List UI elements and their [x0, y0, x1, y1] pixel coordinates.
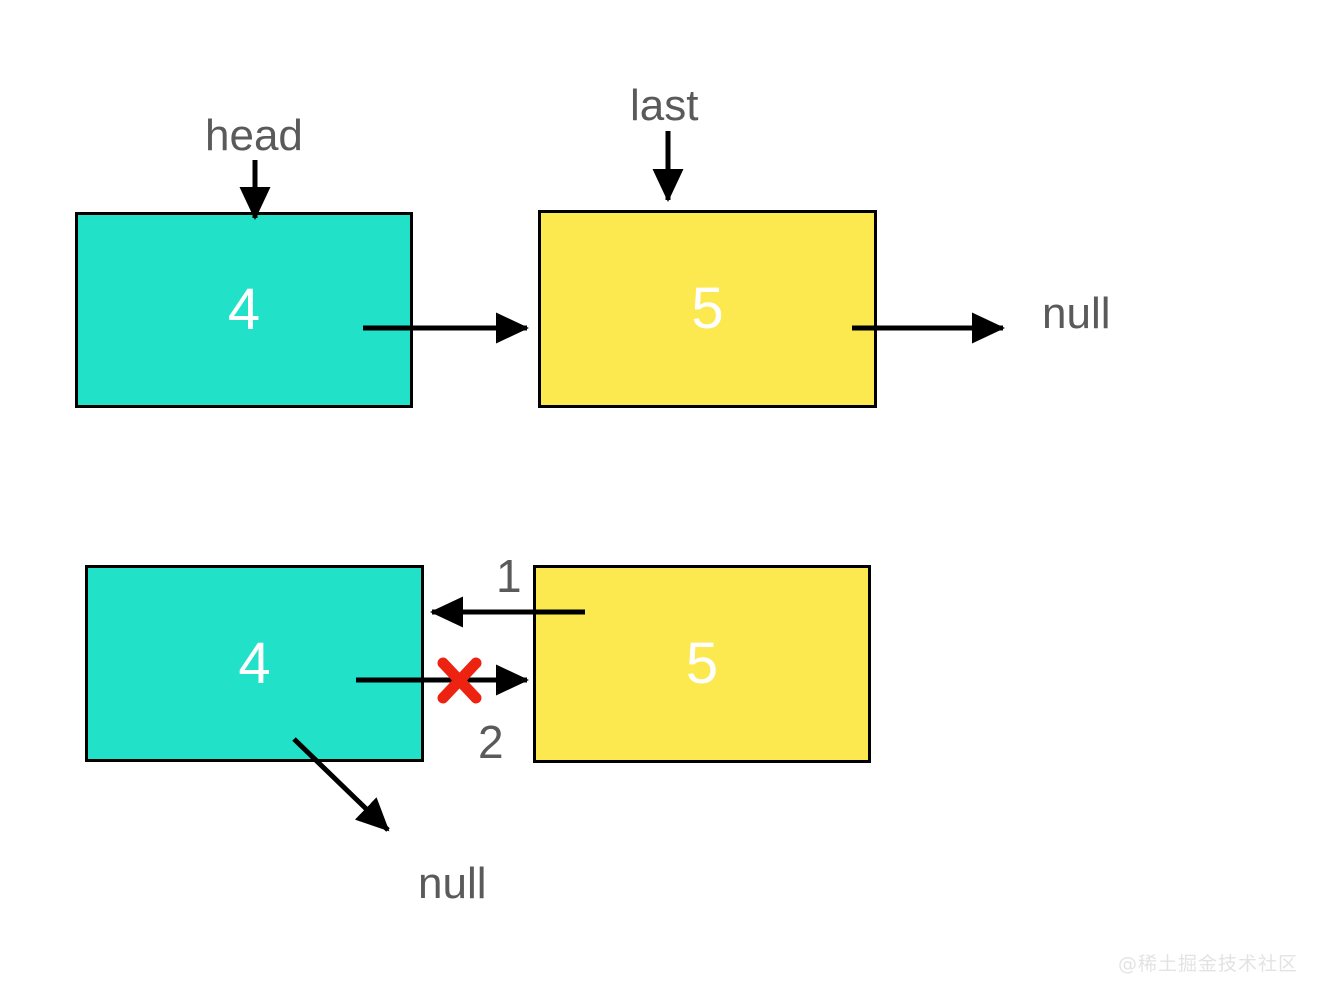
x-cross-icon [437, 657, 482, 704]
node-5-bottom-value: 5 [685, 631, 719, 696]
null-terminator-top: null [1042, 289, 1111, 338]
node-5-top: 5 [538, 210, 877, 408]
node-5-bottom: 5 [533, 565, 871, 763]
node-4-top: 4 [75, 212, 413, 408]
node-4-bottom-value: 4 [238, 630, 271, 696]
step-2-label: 2 [478, 716, 504, 768]
site-watermark: @稀土掘金技术社区 [1117, 953, 1298, 975]
head-pointer-label: head [205, 111, 303, 160]
last-pointer-label: last [630, 81, 699, 130]
null-terminator-bottom: null [418, 859, 487, 908]
step-1-label: 1 [496, 550, 522, 602]
node-4-top-value: 4 [227, 277, 261, 342]
node-4-bottom: 4 [85, 565, 424, 762]
node-5-top-value: 5 [691, 276, 724, 341]
